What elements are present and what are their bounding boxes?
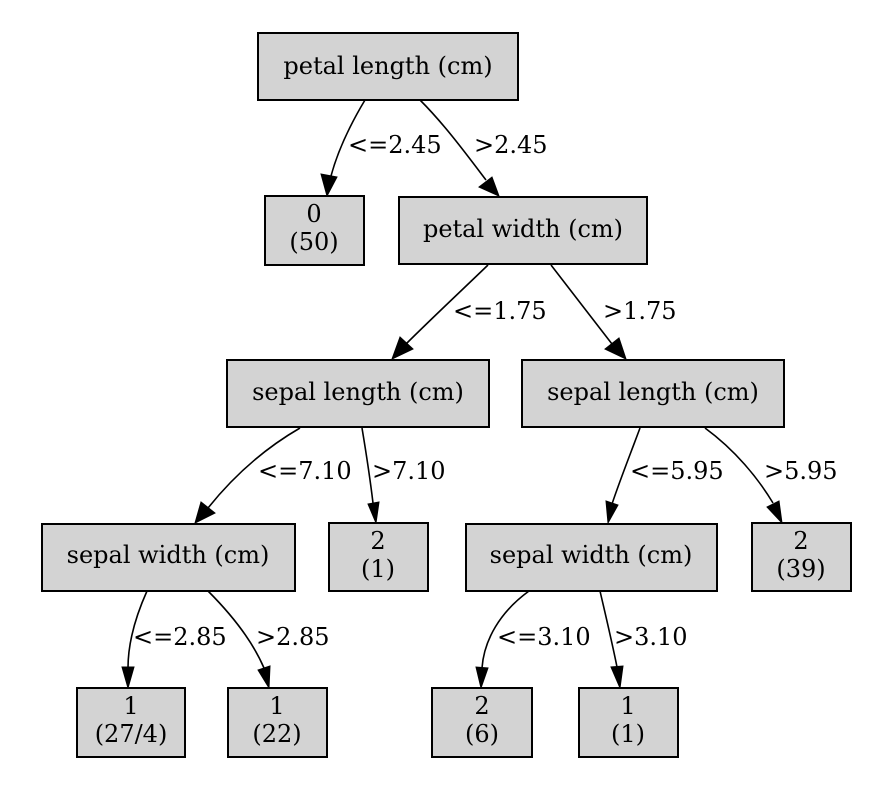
leaf-class: 1 — [269, 692, 284, 720]
leaf-class: 2 — [370, 527, 385, 555]
leaf-class: 1 — [123, 692, 138, 720]
edge-label-swl-right: >2.85 — [256, 623, 330, 651]
edge-label-swr-right: >3.10 — [614, 623, 688, 651]
leaf-class: 1 — [620, 692, 635, 720]
leaf-class-1-22: 1 (22) — [227, 687, 328, 758]
node-label: petal length (cm) — [283, 52, 492, 80]
node-label: sepal width (cm) — [67, 541, 270, 569]
node-petal-width: petal width (cm) — [398, 196, 648, 265]
node-petal-length: petal length (cm) — [257, 32, 519, 101]
edge-label-pw-right: >1.75 — [603, 297, 677, 325]
node-label: sepal width (cm) — [490, 541, 693, 569]
leaf-count: (27/4) — [95, 720, 168, 748]
node-sepal-length-left: sepal length (cm) — [226, 359, 490, 428]
leaf-class-0-50: 0 (50) — [264, 195, 365, 266]
edge-label-slr-right: >5.95 — [764, 457, 838, 485]
leaf-count: (1) — [361, 555, 395, 583]
node-label: petal width (cm) — [423, 215, 623, 243]
leaf-count: (1) — [611, 720, 645, 748]
leaf-count: (6) — [465, 720, 499, 748]
edge-sepal-length-right-to-sepal-width-right: <=5.95 — [605, 427, 724, 525]
leaf-count: (50) — [289, 228, 338, 256]
leaf-count: (39) — [776, 555, 825, 583]
leaf-count: (22) — [252, 720, 301, 748]
edge-label-pw-left: <=1.75 — [453, 297, 547, 325]
leaf-class-2-6: 2 (6) — [431, 687, 533, 758]
edge-label-slr-left: <=5.95 — [630, 457, 724, 485]
leaf-class-2-39: 2 (39) — [751, 522, 852, 592]
edge-label-root-left: <=2.45 — [348, 131, 442, 159]
edge-label-root-right: >2.45 — [474, 131, 548, 159]
edge-sepal-length-right-to-leaf-2-39: >5.95 — [704, 427, 838, 525]
edge-sepal-length-left-to-leaf-2-1: >7.10 — [361, 427, 446, 525]
leaf-class: 2 — [793, 527, 808, 555]
edge-sepal-width-left-to-leaf-1-22: >2.85 — [207, 590, 330, 690]
node-label: sepal length (cm) — [252, 378, 464, 406]
edge-sepal-length-left-to-sepal-width-left: <=7.10 — [194, 427, 352, 524]
edge-sepal-width-right-to-leaf-1-1: >3.10 — [599, 590, 688, 690]
edge-root-to-leaf-setosa: <=2.45 — [320, 99, 442, 198]
leaf-class: 2 — [474, 692, 489, 720]
node-sepal-length-right: sepal length (cm) — [521, 359, 785, 428]
node-sepal-width-right: sepal width (cm) — [465, 523, 718, 592]
edge-sepal-width-left-to-leaf-1-27-4: <=2.85 — [121, 590, 227, 690]
edge-petal-width-to-sepal-length-left: <=1.75 — [391, 264, 547, 360]
edge-label-sll-left: <=7.10 — [258, 457, 352, 485]
edge-root-to-petal-width: >2.45 — [419, 99, 548, 197]
node-label: sepal length (cm) — [547, 378, 759, 406]
edge-petal-width-to-sepal-length-right: >1.75 — [550, 264, 677, 360]
leaf-class-1-27-4: 1 (27/4) — [76, 687, 186, 758]
edge-label-sll-right: >7.10 — [372, 457, 446, 485]
leaf-class: 0 — [306, 200, 321, 228]
edge-sepal-width-right-to-leaf-2-6: <=3.10 — [475, 590, 591, 690]
node-sepal-width-left: sepal width (cm) — [41, 523, 296, 592]
leaf-class-1-1: 1 (1) — [578, 687, 679, 758]
leaf-class-2-1: 2 (1) — [328, 522, 429, 592]
edge-label-swr-left: <=3.10 — [497, 623, 591, 651]
edge-label-swl-left: <=2.85 — [133, 623, 227, 651]
